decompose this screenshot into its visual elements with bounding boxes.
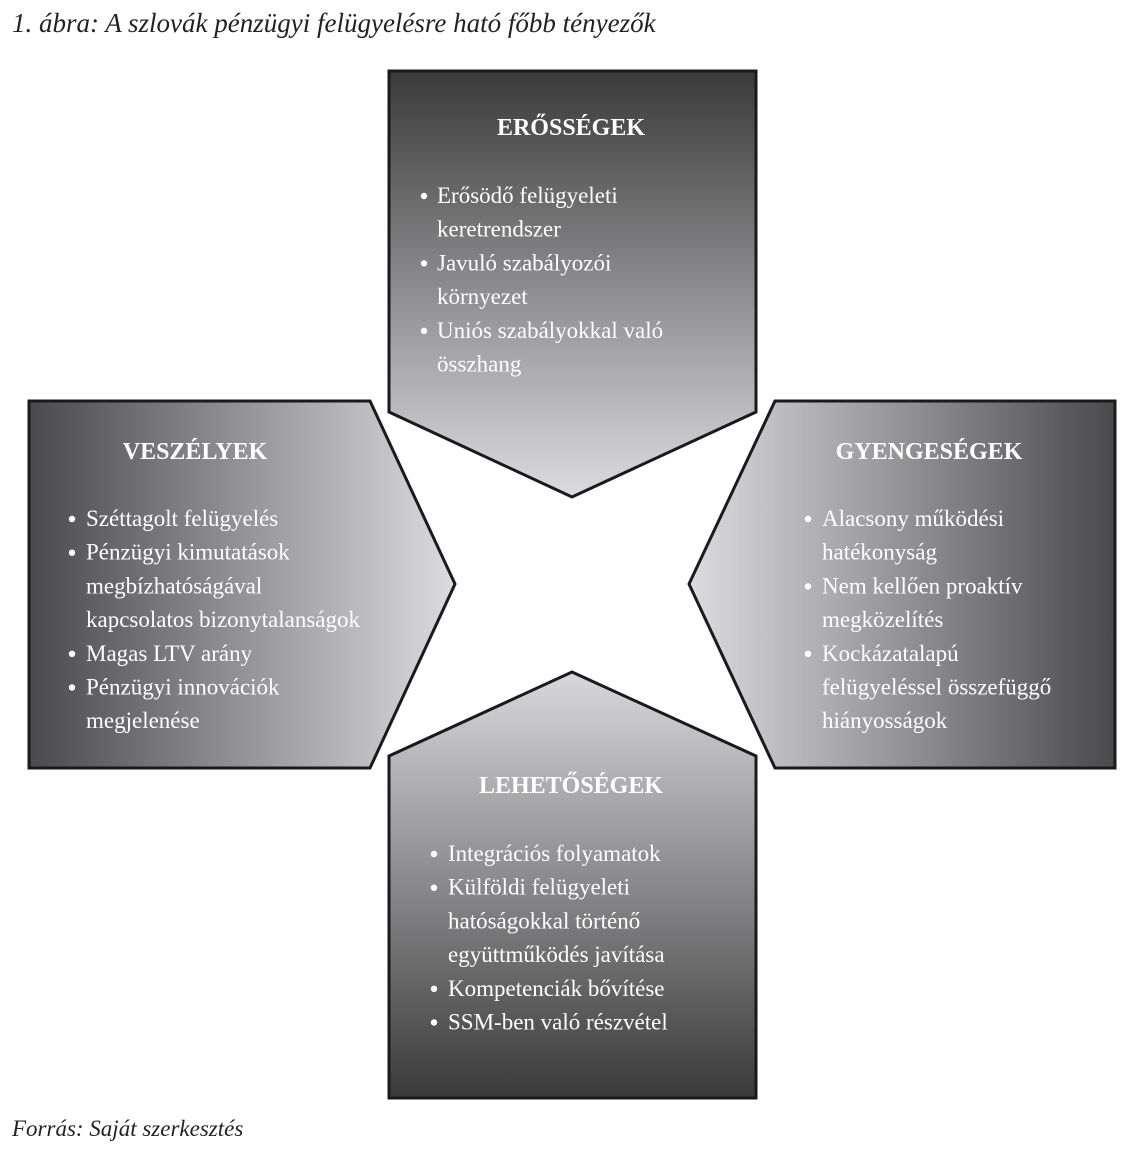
opportunities-item-line: SSM-ben való részvétel	[448, 1010, 668, 1035]
weaknesses-heading: GYENGESÉGEK	[836, 439, 1023, 465]
figure-source: Forrás: Saját szerkesztés	[12, 1116, 244, 1141]
opportunities-item-line: hatóságokkal történő	[448, 908, 640, 933]
bullet-icon	[68, 515, 76, 523]
strengths-item-line: környezet	[437, 284, 528, 309]
opportunities-item-line: együttműködés javítása	[448, 942, 665, 967]
bullet-icon	[430, 850, 438, 858]
weaknesses-item-line: hiányosságok	[822, 708, 948, 733]
bullet-icon	[420, 192, 428, 200]
threats-shape	[27, 399, 457, 770]
opportunities-heading: LEHETŐSÉGEK	[479, 772, 663, 799]
bullet-icon	[68, 650, 76, 657]
strengths-item-line: összhang	[437, 352, 522, 377]
weaknesses-item-line: megközelítés	[822, 607, 943, 632]
bullet-icon	[430, 985, 438, 992]
bullet-icon	[420, 327, 428, 334]
bullet-icon	[68, 684, 76, 691]
bullet-icon	[804, 583, 812, 590]
weaknesses-item-line: hatékonyság	[822, 540, 937, 565]
figure-title: 1. ábra: A szlovák pénzügyi felügyelésre…	[12, 8, 656, 38]
weaknesses-item-line: Alacsony működési	[822, 506, 1004, 531]
threats-item-line: megbízhatóságával	[86, 573, 262, 598]
threats-item-line: Széttagolt felügyelés	[86, 506, 278, 531]
threats-heading: VESZÉLYEK	[123, 439, 268, 465]
threats-item-line: Pénzügyi kimutatások	[86, 540, 290, 565]
strengths-item-line: Uniós szabályokkal való	[437, 318, 663, 343]
bullet-icon	[420, 260, 428, 267]
bullet-icon	[68, 549, 76, 556]
bullet-icon	[804, 650, 812, 657]
opportunities-item-line: Integrációs folyamatok	[448, 841, 661, 866]
opportunities-shape	[387, 670, 758, 1100]
strengths-item-line: keretrendszer	[437, 217, 561, 242]
strengths-heading: ERŐSSÉGEK	[497, 114, 645, 141]
bullet-icon	[804, 515, 812, 523]
threats-item-line: megjelenése	[86, 708, 200, 733]
bullet-icon	[430, 884, 438, 891]
threats-item-line: Pénzügyi innovációk	[86, 675, 280, 700]
strengths-item-line: Erősödő felügyeleti	[437, 183, 618, 208]
opportunities-item-line: Külföldi felügyeleti	[448, 875, 630, 900]
strengths-item-line: Javuló szabályozói	[437, 250, 611, 275]
weaknesses-item-line: Nem kellően proaktív	[822, 573, 1023, 598]
strengths-panel: ERŐSSÉGEK Erősödő felügyeleti keretrendsze…	[420, 114, 663, 377]
opportunities-item-line: Kompetenciák bővítése	[448, 976, 665, 1001]
threats-item-line: Magas LTV arány	[86, 641, 253, 666]
threats-item-line: kapcsolatos bizonytalanságok	[86, 607, 361, 632]
bullet-icon	[430, 1019, 438, 1026]
opportunities-panel: LEHETŐSÉGEK Integrációs folyamatokKülföld…	[430, 772, 668, 1035]
weaknesses-shape	[687, 399, 1117, 770]
weaknesses-item-line: felügyeléssel összefüggő	[822, 675, 1051, 700]
weaknesses-panel: GYENGESÉGEK Alacsony működési hatékonyságN…	[804, 439, 1051, 733]
weaknesses-item-line: Kockázatalapú	[822, 641, 959, 666]
strengths-shape	[387, 69, 758, 499]
